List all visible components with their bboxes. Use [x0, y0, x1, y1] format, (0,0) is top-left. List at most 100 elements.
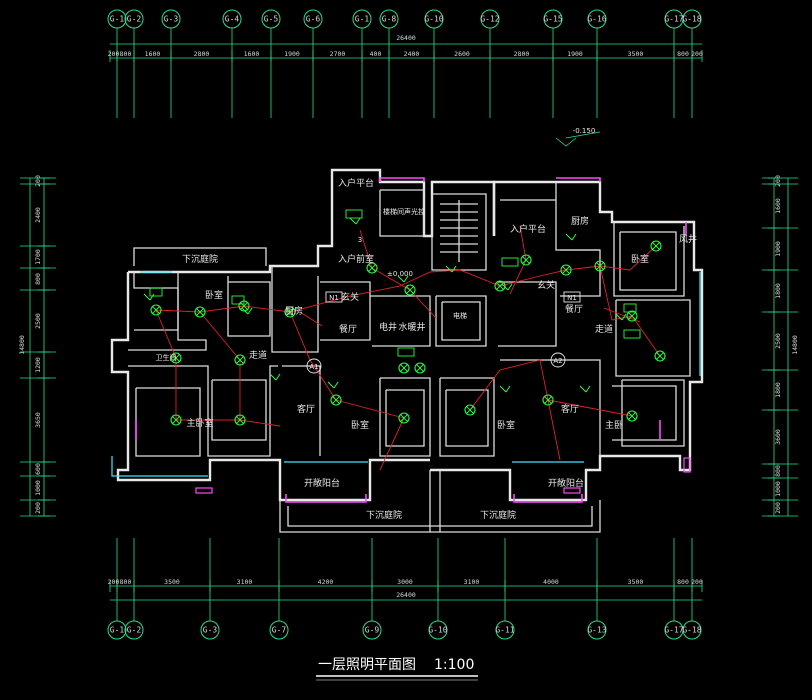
lamp-icon — [284, 306, 296, 318]
axis-bubble: G-13 — [587, 620, 607, 640]
room-water-well: 水暖井 — [398, 321, 425, 333]
axis-label: G-10 — [428, 626, 447, 635]
dimension-value: 1800 — [774, 283, 782, 299]
axis-bubble: G-10 — [424, 9, 444, 29]
ceiling-lamps — [150, 240, 666, 426]
lamp-icon — [398, 412, 410, 424]
dimension-value: 400 — [370, 50, 382, 58]
left-total-dimension: 14800 — [18, 335, 26, 355]
dimension-value: 3600 — [774, 429, 782, 445]
axis-label: G-11 — [495, 626, 514, 635]
dimension-value: 200 — [34, 502, 42, 514]
lamp-icon — [542, 394, 554, 406]
lamp-icon — [404, 284, 416, 296]
floor-level: ±0.000 — [387, 270, 413, 278]
room-entry-platform-l: 入户平台 — [338, 177, 374, 189]
room-stair-sign: 楼梯间声光控 — [383, 207, 425, 216]
axis-label: G-5 — [264, 15, 279, 24]
dimension-value: 2800 — [514, 50, 530, 58]
room-bedroom-r: 卧室 — [631, 253, 649, 265]
dimension-value: 800 — [120, 578, 132, 586]
axis-bubble: G-17 — [664, 620, 684, 640]
dimension-value: 1900 — [774, 241, 782, 257]
axis-bubble: G-7 — [269, 620, 289, 640]
axis-label: G-3 — [203, 626, 218, 635]
axis-bubble: G-9 — [362, 620, 382, 640]
axis-label: G-4 — [225, 15, 240, 24]
axis-bubble: G-18 — [682, 9, 702, 29]
room-bedroom2-r: 卧室 — [497, 419, 515, 431]
axis-bubble: G-17 — [664, 9, 684, 29]
top-total-dimension: 26400 — [396, 34, 416, 42]
axis-label: G-3 — [164, 15, 179, 24]
dimension-value: 200 — [108, 578, 120, 586]
right-total-dimension: 14800 — [791, 335, 799, 355]
axis-label: G-12 — [480, 15, 499, 24]
windows-and-rails — [111, 177, 701, 503]
room-elevator: 电梯 — [453, 311, 467, 320]
lamp-icon — [654, 350, 666, 362]
axis-bubble: G-1 — [107, 620, 127, 640]
dimension-value: 800 — [677, 50, 689, 58]
lamp-icon — [194, 306, 206, 318]
room-shaft: 风井 — [679, 233, 697, 245]
room-corridor-l: 走道 — [249, 349, 267, 361]
axis-bubble: G-1 — [107, 9, 127, 29]
room-front-room: 入户前室 — [338, 253, 374, 265]
building-walls — [110, 168, 704, 533]
switches — [143, 209, 641, 393]
dimension-value: 200 — [691, 578, 703, 586]
room-sunken-court-bl: 下沉庭院 — [366, 509, 402, 521]
dimension-value: 2400 — [404, 50, 420, 58]
room-labels: 下沉庭院 入户平台 入户平台 入户前室 楼梯间声光控 玄关 玄关 厨房 厨房 卧… — [156, 177, 698, 521]
room-bedroom-l: 卧室 — [205, 289, 223, 301]
room-sunken-court-br: 下沉庭院 — [480, 509, 516, 521]
dimension-value: 3650 — [34, 412, 42, 428]
dimension-value: 2800 — [194, 50, 210, 58]
axis-bubble: G-2 — [124, 9, 144, 29]
drawing-title-block: 一层照明平面图 1:100 — [316, 657, 478, 681]
dimension-value: 800 — [774, 465, 782, 477]
dimension-value: 200 — [691, 50, 703, 58]
lamp-icon — [366, 262, 378, 274]
lamp-icon — [234, 354, 246, 366]
axis-label: G-15 — [543, 15, 562, 24]
dimension-value: 4000 — [543, 578, 559, 586]
lamp-icon — [414, 362, 426, 374]
axis-bubble: G-4 — [222, 9, 242, 29]
axis-bubble: G-18 — [682, 620, 702, 640]
lamp-icon — [398, 362, 410, 374]
axis-label: G-1 — [110, 626, 125, 635]
dimension-value: 1800 — [774, 382, 782, 398]
axis-label: G-8 — [382, 15, 397, 24]
lamp-icon — [626, 310, 638, 322]
axis-label: G-7 — [272, 626, 287, 635]
lamp-icon — [234, 414, 246, 426]
room-living-r: 客厅 — [561, 403, 579, 415]
axis-bubble: G-1 — [352, 9, 372, 29]
room-dining-l: 餐厅 — [339, 323, 357, 335]
drawing-title: 一层照明平面图 — [318, 657, 416, 673]
drawing-scale: 1:100 — [434, 657, 474, 673]
dimension-value: 3100 — [464, 578, 480, 586]
panel-a1-left: A1 — [309, 363, 318, 371]
left-dimension-chain: 14800 2002400170080025001200365060010002… — [18, 175, 50, 517]
room-open-balcony-l: 开敞阳台 — [304, 477, 340, 489]
dimension-value: 3000 — [397, 578, 413, 586]
room-wc-l: 卫生间 — [156, 353, 177, 362]
dimension-value: 800 — [677, 578, 689, 586]
axis-label: G-1 — [355, 15, 370, 24]
elevation-value: -0.150 — [573, 127, 596, 135]
axis-bubble: G-16 — [587, 9, 607, 29]
lighting-wiring — [155, 225, 661, 471]
room-entry-platform-r: 入户平台 — [510, 223, 546, 235]
axis-extension-lines — [20, 177, 798, 517]
room-kitchen-r: 厨房 — [571, 215, 589, 227]
lamp-icon — [650, 240, 662, 252]
circuit-number: 3 — [358, 236, 362, 244]
dimension-value: 800 — [34, 273, 42, 285]
distribution-panels: N1 N1 A1 A2 3 ±0.000 — [306, 236, 581, 374]
axis-label: G-17 — [664, 626, 683, 635]
dimension-value: 1600 — [145, 50, 161, 58]
